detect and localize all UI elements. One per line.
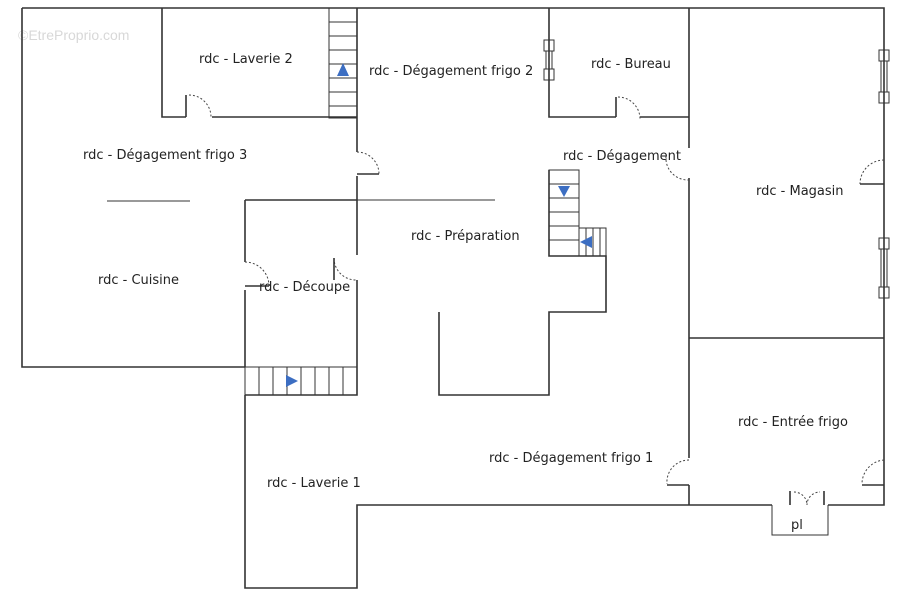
label-degagement: rdc - Dégagement [563, 149, 681, 164]
arrow-up-icon [337, 63, 349, 76]
label-preparation: rdc - Préparation [411, 229, 520, 244]
stair-arrows [286, 63, 592, 387]
label-entree-frigo: rdc - Entrée frigo [738, 415, 848, 430]
room-labels: rdc - Laverie 2 rdc - Dégagement frigo 2… [83, 52, 848, 533]
label-bureau: rdc - Bureau [591, 57, 671, 72]
label-laverie-1: rdc - Laverie 1 [267, 476, 361, 491]
label-laverie-2: rdc - Laverie 2 [199, 52, 293, 67]
label-pl: pl [791, 518, 803, 533]
arrow-left-icon [580, 236, 592, 248]
label-degagement-frigo-1: rdc - Dégagement frigo 1 [489, 451, 653, 466]
label-magasin: rdc - Magasin [756, 184, 844, 199]
walls [21, 7, 885, 589]
arrow-right-icon [286, 375, 298, 387]
doors [185, 94, 885, 506]
windows [543, 39, 890, 299]
label-cuisine: rdc - Cuisine [98, 273, 179, 288]
arrow-down-icon [558, 186, 570, 197]
label-degagement-frigo-3: rdc - Dégagement frigo 3 [83, 148, 247, 163]
watermark: ©EtreProprio.com [18, 27, 129, 43]
label-decoupe: rdc - Découpe [259, 280, 350, 295]
label-degagement-frigo-2: rdc - Dégagement frigo 2 [369, 64, 533, 79]
